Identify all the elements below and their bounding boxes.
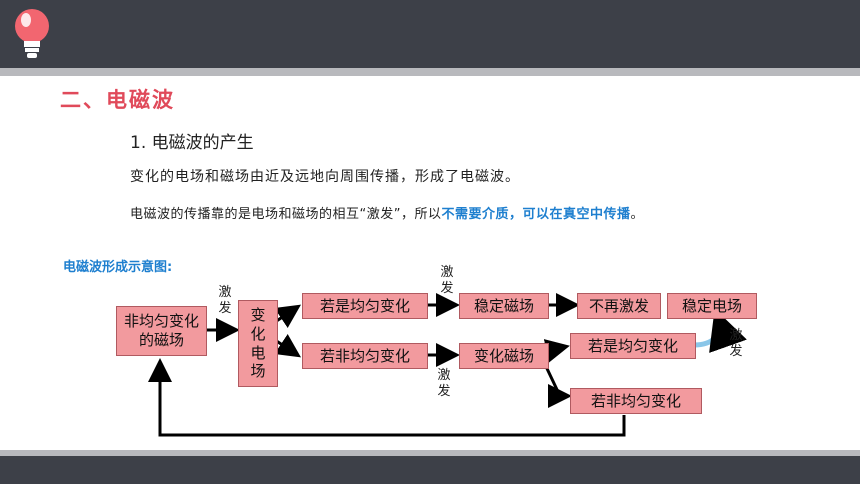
box-stable-electric: 稳定电场 [667,293,757,319]
arrow-to-uniform-top [274,304,301,328]
arrow-to-nonuniform-bottom [540,357,572,408]
box-if-nonuniform-bottom: 若非均匀变化 [570,388,702,414]
bottom-bar [0,456,860,484]
box-nonuniform-magnetic: 非均匀变化的磁场 [116,306,207,356]
description-sentence: 变化的电场和磁场由近及远地向周围传播，形成了电磁波。 [130,169,520,185]
lightbulb-icon [15,9,49,58]
feedback-loop-line [148,358,626,437]
highlighted-phrase: 不需要介质，可以在真空中传播 [441,207,631,222]
diagram-title: 电磁波形成示意图: [63,260,173,275]
sentence-prefix: 电磁波的传播靠的是电场和磁场的相互“激发”，所以 [130,207,442,222]
label-excite-4: 激发 [729,328,743,360]
top-divider [0,68,860,76]
label-excite-3: 激发 [437,368,451,400]
box-if-uniform-top: 若是均匀变化 [302,293,428,319]
box-changing-magnetic: 变化磁场 [459,343,549,369]
box-if-uniform-right: 若是均匀变化 [570,333,696,359]
curved-arrow-excite [693,308,747,353]
box-no-more-excite: 不再激发 [577,293,661,319]
label-excite-1: 激发 [218,285,232,317]
top-bar [0,0,860,68]
box-stable-magnetic: 稳定磁场 [459,293,549,319]
box-if-nonuniform-mid: 若非均匀变化 [302,343,428,369]
section-title: 二、电磁波 [60,88,175,112]
sentence-suffix: 。 [630,207,645,222]
box-changing-electric: 变化电场 [238,300,278,387]
label-excite-2: 激发 [440,265,454,297]
arrow-to-nonuniform-mid [274,334,301,358]
sub-heading: 1. 电磁波的产生 [130,133,254,153]
description-sentence-highlight: 电磁波的传播靠的是电场和磁场的相互“激发”，所以不需要介质，可以在真空中传播。 [130,203,644,222]
bottom-divider [0,450,860,456]
